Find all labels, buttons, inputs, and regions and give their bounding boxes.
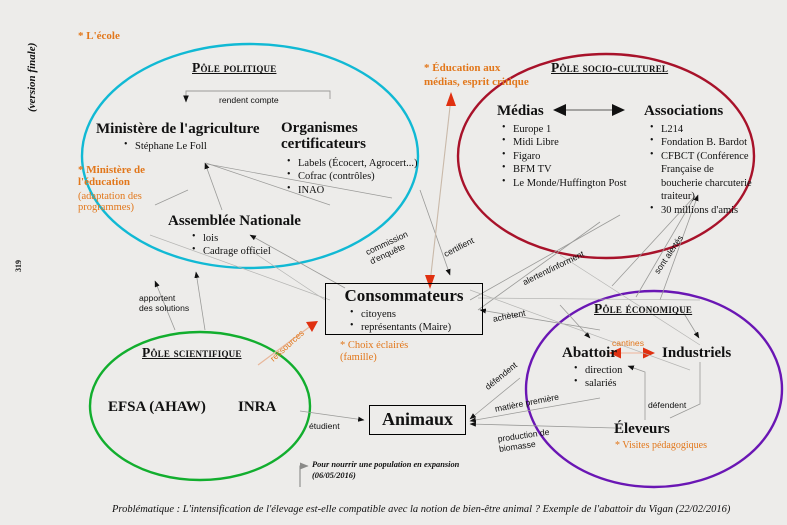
- edge-crossing-5: [559, 254, 701, 346]
- arrowhead-ressources: [306, 321, 318, 332]
- actor-medias: Médias: [497, 103, 544, 119]
- box-consommateurs-title: Consommateurs: [344, 286, 464, 305]
- list-item: Cadrage officiel: [190, 244, 271, 258]
- actor-organismes-certificateurs-l1: Organismes certificateurs: [281, 120, 391, 153]
- edge-crossing-4: [477, 297, 701, 301]
- list-item: Cofrac (contrôles): [285, 169, 418, 183]
- footnote-text: Pour nourrir une population en expansion…: [312, 460, 460, 480]
- list-item: citoyens: [348, 307, 451, 321]
- annotation-education-medias: * Éducation aux médias, esprit critique: [424, 62, 529, 88]
- list-item: L214: [648, 122, 752, 136]
- list-item: direction: [572, 363, 622, 377]
- actor-industriels: Industriels: [662, 345, 732, 361]
- arrowhead-medias-left: [553, 104, 566, 116]
- edge-label-certifient: certifient: [442, 235, 476, 259]
- pole-socioculturel-title: Pôle socio-culturel: [551, 60, 669, 75]
- edge-label-production-de-biomasse: production de biomasse: [497, 427, 551, 455]
- page-number: 319: [14, 260, 23, 272]
- actor-inra: INRA: [238, 399, 277, 415]
- actor-abattoir: Abattoir: [562, 345, 617, 361]
- edge-apportent-des-solutions: [194, 271, 206, 331]
- bullets-medias: Europe 1 Midi Libre Figaro BFM TV Le Mon…: [500, 122, 627, 190]
- list-item: Figaro: [500, 149, 627, 163]
- diagram-caption: Problématique : L'intensification de l'é…: [112, 504, 731, 515]
- arrowhead-cantines-right: [643, 347, 655, 359]
- list-item: Stéphane Le Foll: [122, 139, 207, 153]
- annotation-choix-eclaires-line2: (famille): [340, 351, 377, 363]
- edge-eleveurs-defendent: [627, 365, 646, 420]
- box-animaux[interactable]: Animaux: [369, 405, 466, 435]
- arrowhead-education-medias-up: [446, 92, 456, 106]
- edge-label-matiere-premiere: matière première: [494, 391, 560, 414]
- bullets-assemblee-nationale: lois Cadrage officiel: [190, 231, 271, 259]
- actor-organismes-certificateurs-label: Organismes certificateurs: [281, 120, 366, 152]
- edge-label-alertent-informent: alertent/informent: [521, 248, 586, 287]
- annotation-ministere-education-sub: (adaptation des programmes): [78, 190, 142, 214]
- bullets-abattoir: direction salariés: [572, 363, 622, 391]
- actor-associations: Associations: [644, 103, 724, 119]
- bullets-associations: L214 Fondation B. Bardot CFBCT (Conféren…: [648, 122, 752, 217]
- edge-label-rendent-compte: rendent compte: [219, 95, 279, 105]
- ellipse-pole-economique: [524, 289, 784, 489]
- list-item: Fondation B. Bardot: [648, 135, 752, 149]
- edge-certifient: [419, 189, 451, 276]
- edge-assemblee-to-ministere: [204, 162, 223, 211]
- edge-label-defendent-eleveurs: défendent: [648, 400, 687, 410]
- actor-efsa: EFSA (AHAW): [108, 399, 206, 415]
- pole-politique-title: Pôle politique: [192, 60, 277, 75]
- edge-label-achetent: achètent: [492, 307, 527, 324]
- edge-alertent-informent-2: [477, 221, 601, 311]
- annotation-choix-eclaires: * Choix éclairés (famille): [340, 340, 408, 364]
- bullets-ministere-agriculture: Stéphane Le Foll: [122, 139, 207, 153]
- annotation-ecole: * L'école: [78, 30, 120, 42]
- edge-label-etudient: étudient: [309, 421, 340, 431]
- actor-eleveurs: Éleveurs: [614, 421, 670, 437]
- edge-into-abattoir: [559, 304, 591, 339]
- list-item: 30 millions d'amis: [648, 203, 752, 217]
- annotation-ministere-education: * Ministère de l'éducation (adaptation d…: [78, 164, 170, 214]
- annotation-cantines: cantines: [612, 338, 645, 348]
- annotation-ressources: ressources: [268, 327, 306, 364]
- list-item: lois: [190, 231, 271, 245]
- edge-label-apportent-des-solutions-line2: des solutions: [139, 303, 190, 314]
- margin-version-label: (version finale): [26, 42, 38, 112]
- list-item: Europe 1: [500, 122, 627, 136]
- edge-alertent-informent: [469, 214, 621, 301]
- annotation-visites-pedagogiques: * Visites pédagogiques: [615, 440, 707, 451]
- list-item: salariés: [572, 376, 622, 390]
- bullets-consommateurs: citoyens représentants (Maire): [348, 307, 451, 335]
- edge-label-defendent: défendent: [483, 359, 520, 392]
- list-item: Le Monde/Huffington Post: [500, 176, 627, 190]
- annotation-ministere-education-title: * Ministère de l'éducation: [78, 164, 146, 189]
- actor-assemblee-nationale: Assemblée Nationale: [168, 213, 301, 229]
- list-item: Labels (Écocert, Agrocert...): [285, 156, 418, 170]
- footnote-arrow: [299, 462, 309, 487]
- actor-ministere-agriculture: Ministère de l'agriculture: [96, 121, 260, 137]
- list-item: BFM TV: [500, 162, 627, 176]
- box-consommateurs[interactable]: Consommateurs citoyens représentants (Ma…: [325, 283, 483, 335]
- box-animaux-title: Animaux: [381, 409, 453, 429]
- list-item: représentants (Maire): [348, 320, 451, 334]
- list-item: CFBCT (Conférence Française de boucherie…: [648, 149, 752, 204]
- annotation-choix-eclaires-line1: * Choix éclairés: [340, 340, 409, 351]
- bullets-organismes-certificateurs: Labels (Écocert, Agrocert...) Cofrac (co…: [285, 156, 418, 197]
- pole-scientifique-title: Pôle scientifique: [142, 345, 242, 360]
- edge-etudient: [299, 410, 365, 422]
- list-item: Midi Libre: [500, 135, 627, 149]
- arrowhead-associations-right: [612, 104, 625, 116]
- edge-label-apportent-des-solutions-line1: apportent: [139, 293, 176, 303]
- edge-label-apportent-des-solutions: apportent des solutions: [139, 293, 189, 314]
- edge-label-commission-enquete: commission d'enquête: [364, 229, 414, 267]
- edge-label-sont-alertes: sont alertés: [652, 233, 686, 276]
- list-item: INAO: [285, 183, 418, 197]
- pole-economique-title: Pôle économique: [594, 301, 693, 316]
